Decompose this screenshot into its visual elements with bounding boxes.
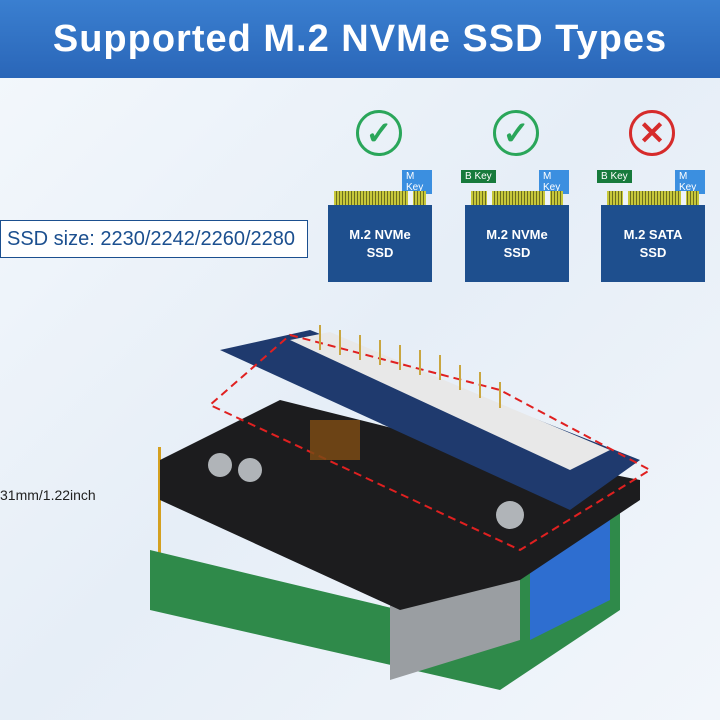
cross-icon: ✕ bbox=[629, 110, 675, 156]
m-key-label: M Key bbox=[402, 170, 432, 194]
height-label: 31mm/1.22inch bbox=[0, 487, 96, 503]
capacitor bbox=[496, 501, 524, 529]
capacitor bbox=[238, 458, 262, 482]
nvme-hat-board bbox=[160, 400, 640, 610]
ssd-drive bbox=[220, 330, 640, 510]
m-key-label: M Key bbox=[675, 170, 705, 194]
ssd-outline bbox=[208, 333, 653, 552]
gpio-header bbox=[319, 325, 501, 408]
height-indicator bbox=[158, 447, 161, 553]
b-key-label: B Key bbox=[461, 170, 496, 183]
m-key-notch bbox=[681, 191, 686, 207]
b-key-notch bbox=[623, 191, 628, 207]
b-key-label: B Key bbox=[597, 170, 632, 183]
inductor bbox=[310, 420, 360, 460]
ssd-label bbox=[290, 332, 610, 470]
gold-pins bbox=[334, 191, 426, 205]
product-photo bbox=[150, 325, 653, 690]
gold-pins bbox=[607, 191, 699, 205]
m-key-notch bbox=[545, 191, 550, 207]
b-key-notch bbox=[487, 191, 492, 207]
title-banner: Supported M.2 NVMe SSD Types bbox=[0, 0, 720, 78]
m-key-label: M Key bbox=[539, 170, 569, 194]
page-title: Supported M.2 NVMe SSD Types bbox=[52, 17, 668, 60]
check-icon: ✓ bbox=[493, 110, 539, 156]
check-icon: ✓ bbox=[356, 110, 402, 156]
m-key-notch bbox=[408, 191, 413, 207]
gold-pins bbox=[471, 191, 563, 205]
capacitor bbox=[208, 453, 232, 477]
ssd-size-label: SSD size: 2230/2242/2260/2280 bbox=[0, 220, 308, 258]
